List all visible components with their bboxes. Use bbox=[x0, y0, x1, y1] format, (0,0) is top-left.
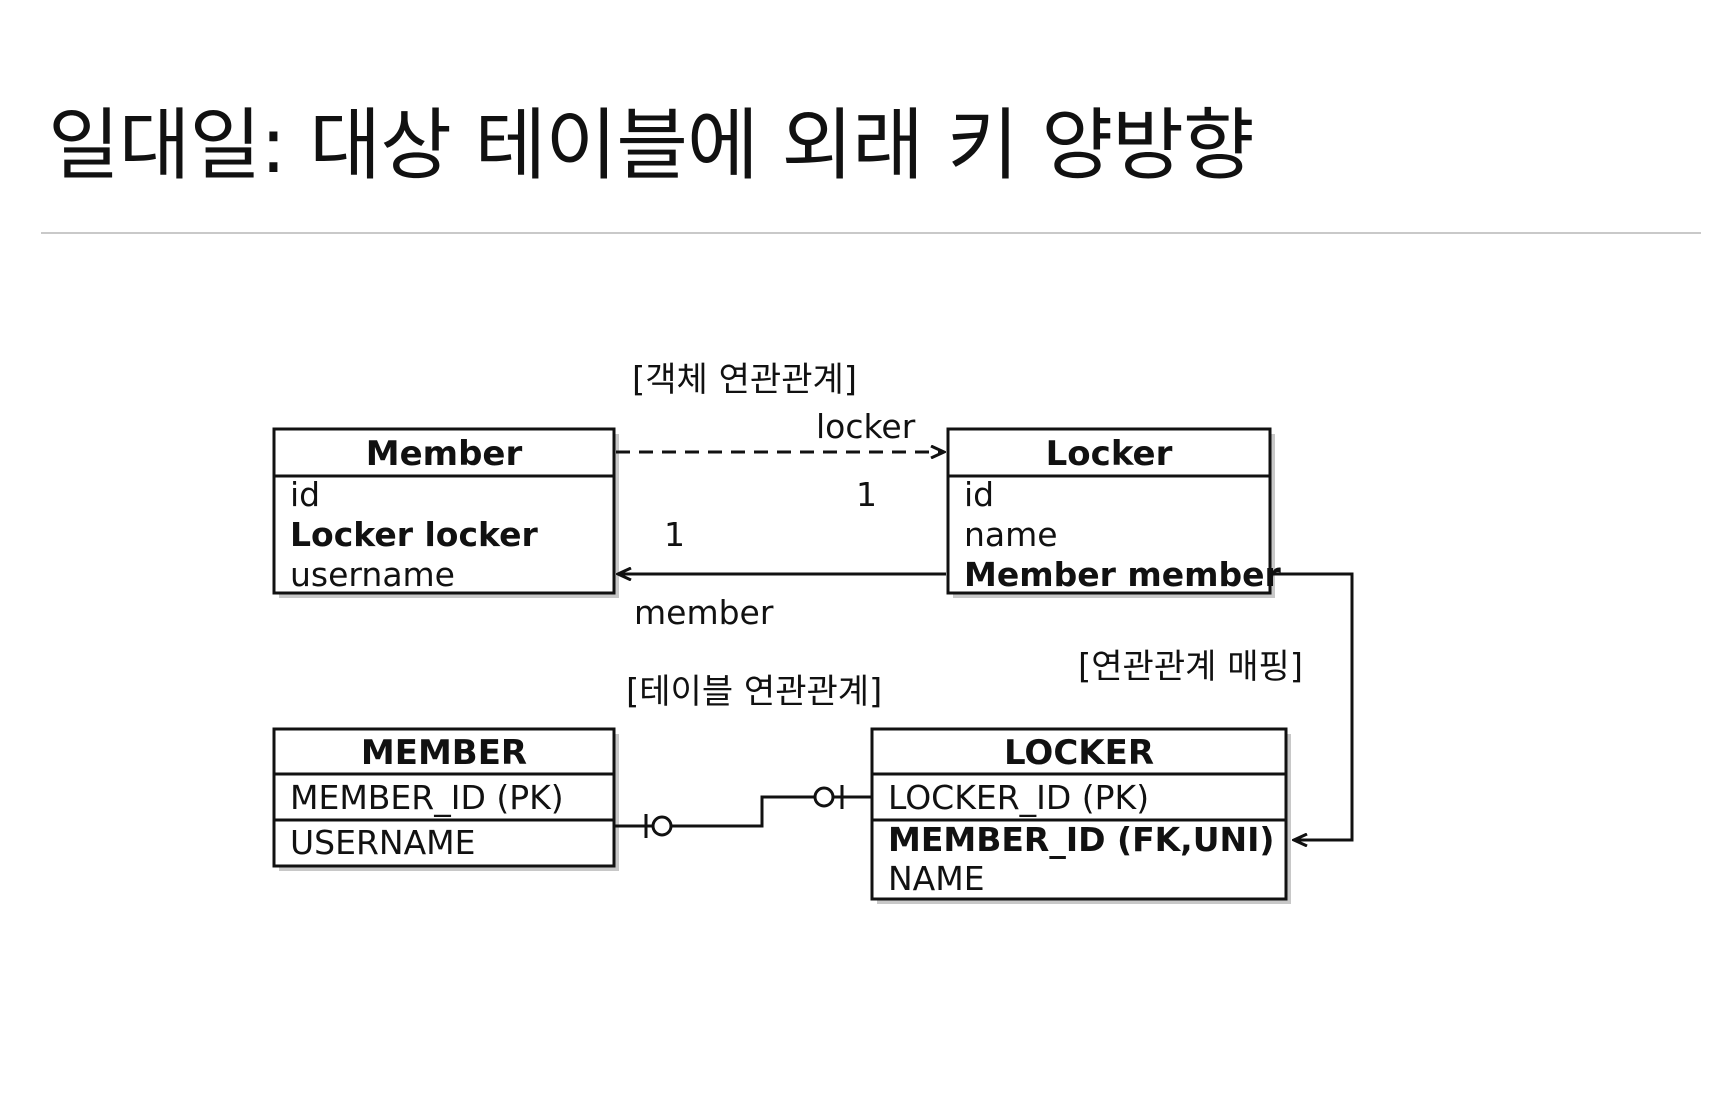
locker-table-member-fk: MEMBER_ID (FK,UNI) bbox=[888, 820, 1275, 859]
table-section-label: [테이블 연관관계] bbox=[626, 672, 882, 712]
object-section-label: [객체 연관관계] bbox=[632, 360, 857, 400]
locker-field-member: Member member bbox=[964, 555, 1282, 594]
locker-table-name-column: NAME bbox=[888, 859, 985, 898]
locker-entity-name: Locker bbox=[1046, 434, 1173, 474]
erd-relationship-line bbox=[614, 785, 872, 838]
title-divider bbox=[41, 232, 1701, 234]
slide-title: 일대일: 대상 테이블에 외래 키 양방향 bbox=[48, 101, 1255, 191]
locker-multiplicity: 1 bbox=[856, 475, 877, 514]
locker-role-label: locker bbox=[816, 407, 916, 446]
member-entity-name: Member bbox=[366, 434, 523, 474]
locker-field-id: id bbox=[964, 475, 994, 514]
member-field-id: id bbox=[290, 475, 320, 514]
member-field-username: username bbox=[290, 555, 455, 594]
locker-table-box: LOCKER LOCKER_ID (PK) MEMBER_ID (FK,UNI)… bbox=[870, 727, 1291, 904]
member-table-pk: MEMBER_ID (PK) bbox=[290, 778, 564, 817]
member-role-label: member bbox=[634, 593, 774, 632]
locker-field-name: name bbox=[964, 515, 1058, 554]
member-multiplicity: 1 bbox=[664, 515, 685, 554]
member-field-locker: Locker locker bbox=[290, 515, 538, 554]
locker-entity-box: Locker id name Member member bbox=[946, 427, 1282, 598]
locker-table-pk: LOCKER_ID (PK) bbox=[888, 778, 1149, 817]
locker-table-name: LOCKER bbox=[1004, 733, 1154, 773]
mapping-label: [연관관계 매핑] bbox=[1078, 647, 1303, 687]
member-table-username: USERNAME bbox=[290, 823, 475, 862]
member-side-zero-circle bbox=[651, 815, 673, 837]
member-entity-box: Member id Locker locker username bbox=[272, 427, 619, 598]
member-table-box: MEMBER MEMBER_ID (PK) USERNAME bbox=[272, 727, 619, 871]
locker-side-zero-circle bbox=[813, 786, 835, 808]
member-table-name: MEMBER bbox=[361, 733, 527, 773]
mapping-arrow bbox=[1272, 572, 1354, 840]
